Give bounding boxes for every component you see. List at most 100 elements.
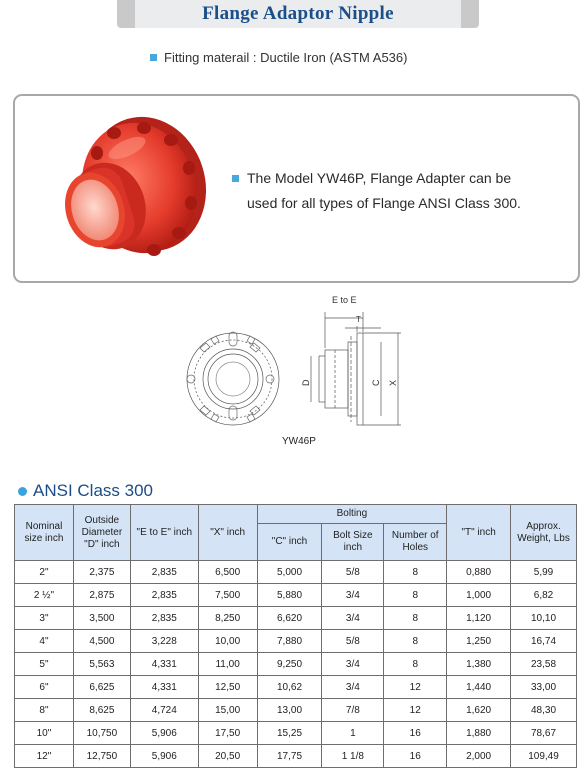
flange-product-image xyxy=(65,116,207,256)
description-line-1: The Model YW46P, Flange Adapter can be xyxy=(247,170,512,186)
header-x: "X" inch xyxy=(197,504,258,561)
cell-c: 10,62 xyxy=(256,675,323,699)
model-label: YW46P xyxy=(282,436,316,447)
cell-number-of-holes: 8 xyxy=(383,560,448,584)
cell-e-to-e: 2,835 xyxy=(129,560,199,584)
cell-nominal-size: 3" xyxy=(14,606,74,630)
cell-outside-diameter: 8,625 xyxy=(72,698,131,722)
spec-table: Nominal size inch Outside Diameter "D" i… xyxy=(14,504,577,768)
cell-bolt-size: 5/8 xyxy=(321,560,385,584)
dim-x-label: X xyxy=(388,380,398,386)
cell-e-to-e: 3,228 xyxy=(129,629,199,653)
cell-t: 2,000 xyxy=(446,744,512,768)
product-panel: The Model YW46P, Flange Adapter can be u… xyxy=(13,94,580,283)
cell-x: 6,500 xyxy=(197,560,258,584)
cell-weight: 33,00 xyxy=(510,675,577,699)
cell-e-to-e: 4,331 xyxy=(129,652,199,676)
cell-x: 15,00 xyxy=(197,698,258,722)
cell-bolt-size: 3/4 xyxy=(321,606,385,630)
header-e-to-e: "E to E" inch xyxy=(129,504,199,561)
cell-t: 1,250 xyxy=(446,629,512,653)
cell-outside-diameter: 5,563 xyxy=(72,652,131,676)
dim-d-label: D xyxy=(301,379,311,386)
cell-bolt-size: 3/4 xyxy=(321,675,385,699)
cell-x: 10,00 xyxy=(197,629,258,653)
cell-nominal-size: 2 ½" xyxy=(14,583,74,607)
cell-weight: 109,49 xyxy=(510,744,577,768)
cell-c: 15,25 xyxy=(256,721,323,745)
cell-number-of-holes: 8 xyxy=(383,652,448,676)
section-title: ANSI Class 300 xyxy=(33,481,153,500)
cell-nominal-size: 8" xyxy=(14,698,74,722)
header-bolting: Bolting xyxy=(256,504,448,524)
cell-c: 5,000 xyxy=(256,560,323,584)
description-line-2: used for all types of Flange ANSI Class … xyxy=(247,195,521,211)
cell-c: 6,620 xyxy=(256,606,323,630)
header-outside-diameter: Outside Diameter "D" inch xyxy=(72,504,131,561)
cell-outside-diameter: 12,750 xyxy=(72,744,131,768)
cell-weight: 6,82 xyxy=(510,583,577,607)
cell-weight: 10,10 xyxy=(510,606,577,630)
section-heading: ANSI Class 300 xyxy=(18,481,153,501)
product-description: The Model YW46P, Flange Adapter can be u… xyxy=(232,166,562,216)
cell-nominal-size: 2" xyxy=(14,560,74,584)
cell-outside-diameter: 10,750 xyxy=(72,721,131,745)
cell-bolt-size: 1 xyxy=(321,721,385,745)
header-number-of-holes: Number of Holes xyxy=(383,523,448,561)
cell-e-to-e: 5,906 xyxy=(129,744,199,768)
cell-weight: 23,58 xyxy=(510,652,577,676)
cell-bolt-size: 3/4 xyxy=(321,583,385,607)
cell-number-of-holes: 12 xyxy=(383,698,448,722)
header-weight: Approx. Weight, Lbs xyxy=(510,504,577,561)
cell-e-to-e: 4,724 xyxy=(129,698,199,722)
page-title: Flange Adaptor Nipple xyxy=(202,3,394,24)
cell-t: 1,380 xyxy=(446,652,512,676)
cell-x: 7,500 xyxy=(197,583,258,607)
cell-t: 1,440 xyxy=(446,675,512,699)
cell-outside-diameter: 4,500 xyxy=(72,629,131,653)
cell-x: 17,50 xyxy=(197,721,258,745)
cell-x: 11,00 xyxy=(197,652,258,676)
cell-number-of-holes: 16 xyxy=(383,721,448,745)
cell-weight: 5,99 xyxy=(510,560,577,584)
cell-x: 20,50 xyxy=(197,744,258,768)
cell-c: 17,75 xyxy=(256,744,323,768)
cell-outside-diameter: 6,625 xyxy=(72,675,131,699)
cell-c: 9,250 xyxy=(256,652,323,676)
header-bolt-size: Bolt Size inch xyxy=(321,523,385,561)
cell-nominal-size: 4" xyxy=(14,629,74,653)
cell-c: 7,880 xyxy=(256,629,323,653)
cell-t: 1,000 xyxy=(446,583,512,607)
cell-x: 8,250 xyxy=(197,606,258,630)
cell-e-to-e: 2,835 xyxy=(129,606,199,630)
title-tab-inner: Flange Adaptor Nipple xyxy=(135,0,461,28)
cell-bolt-size: 7/8 xyxy=(321,698,385,722)
header-c: "C" inch xyxy=(256,523,323,561)
header-t: "T" inch xyxy=(446,504,512,561)
material-text: Fitting materail : Ductile Iron (ASTM A5… xyxy=(164,50,408,65)
cell-x: 12,50 xyxy=(197,675,258,699)
cell-number-of-holes: 12 xyxy=(383,675,448,699)
cell-number-of-holes: 8 xyxy=(383,583,448,607)
cell-outside-diameter: 2,375 xyxy=(72,560,131,584)
cell-bolt-size: 3/4 xyxy=(321,652,385,676)
cell-nominal-size: 12" xyxy=(14,744,74,768)
header-nominal-size: Nominal size inch xyxy=(14,504,74,561)
cell-bolt-size: 1 1/8 xyxy=(321,744,385,768)
cell-c: 5,880 xyxy=(256,583,323,607)
cell-number-of-holes: 16 xyxy=(383,744,448,768)
dim-c-label: C xyxy=(371,379,381,386)
cell-t: 1,120 xyxy=(446,606,512,630)
bullet-square-icon xyxy=(150,54,157,61)
cell-t: 1,620 xyxy=(446,698,512,722)
dim-e-to-e-label: E to E xyxy=(332,295,357,305)
bullet-dot-icon xyxy=(18,486,27,496)
